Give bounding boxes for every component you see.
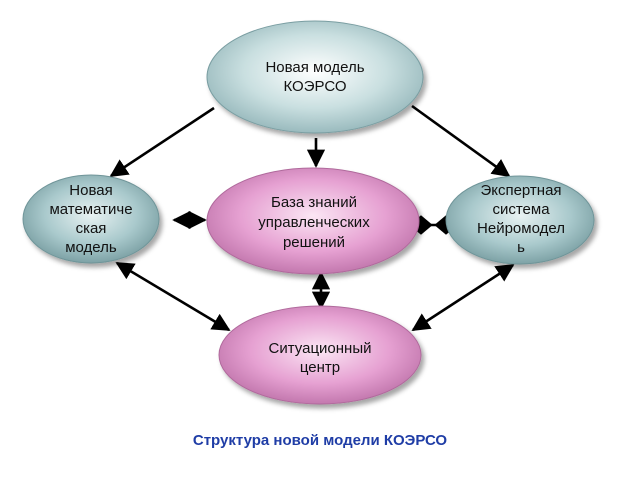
edge-left-bottom: [115, 261, 231, 332]
edge-top-right: [411, 104, 511, 178]
edge-top-left: [109, 106, 215, 178]
node-left-ellipse: [22, 174, 160, 264]
node-bottom-ellipse: [218, 305, 422, 405]
node-center-label: База знаний управленческих решений: [258, 194, 370, 251]
node-left-label: Новая математиче ская модель: [49, 182, 133, 256]
node-top-label: Новая модель КОЭРСО: [265, 59, 365, 95]
node-center-ellipse: [206, 167, 420, 275]
diagram-caption: Структура новой модели КОЭРСО: [192, 432, 448, 449]
node-right-ellipse: [445, 175, 595, 265]
node-right-label: Экспертная система Нейромодел ь: [477, 182, 565, 256]
node-bottom-label: Ситуационный центр: [268, 340, 372, 376]
edge-right-bottom: [411, 263, 515, 332]
node-top-ellipse: [206, 20, 424, 134]
